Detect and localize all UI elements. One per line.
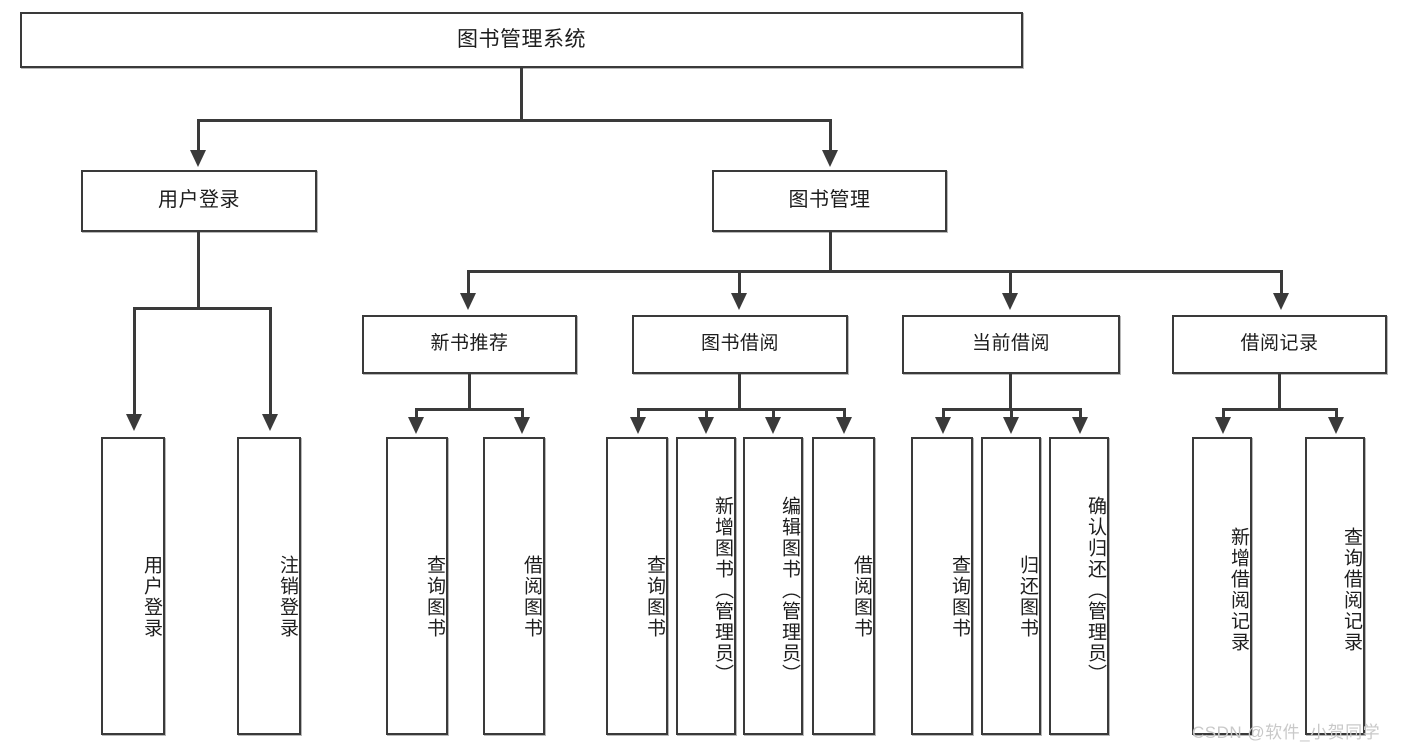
edge-root-to-book-manage	[829, 119, 832, 153]
edge-book-manage-drop-3	[1009, 270, 1012, 295]
node-user-login[interactable]: 用户登录	[81, 170, 317, 232]
arrowhead-user-login-leaf-2	[262, 414, 278, 431]
leaf-bb-query-book[interactable]: 查询图书	[606, 437, 668, 735]
edge-borrow-record-stem	[1278, 374, 1281, 410]
leaf-br-add-record[interactable]: 新增借阅记录	[1192, 437, 1252, 735]
arrowhead-to-user-login	[190, 150, 206, 167]
edge-nbr-drop-2	[521, 408, 524, 420]
arrowhead-cb-leaf-1	[935, 417, 951, 434]
edge-cb-drop-1	[942, 408, 945, 420]
arrowhead-current-borrow	[1002, 293, 1018, 310]
leaf-user-logout[interactable]: 注销登录	[237, 437, 301, 735]
edge-book-manage-stem	[829, 232, 832, 272]
edge-nbr-drop-1	[415, 408, 418, 420]
arrowhead-nbr-leaf-2	[514, 417, 530, 434]
node-book-manage[interactable]: 图书管理	[712, 170, 947, 232]
edge-bb-drop-2	[705, 408, 708, 420]
edge-bb-drop-4	[843, 408, 846, 420]
edge-user-login-stem	[197, 232, 200, 309]
arrowhead-br-leaf-1	[1215, 417, 1231, 434]
edge-borrow-record-bus	[1222, 408, 1337, 411]
arrowhead-nbr-leaf-1	[408, 417, 424, 434]
arrowhead-bb-leaf-3	[765, 417, 781, 434]
leaf-nbr-query-book[interactable]: 查询图书	[386, 437, 448, 735]
edge-root-stem	[520, 68, 523, 119]
arrowhead-bb-leaf-4	[836, 417, 852, 434]
edge-root-to-user-login	[197, 119, 200, 153]
leaf-cb-query-book[interactable]: 查询图书	[911, 437, 973, 735]
edge-new-book-recommend-bus	[415, 408, 523, 411]
node-book-borrow[interactable]: 图书借阅	[632, 315, 848, 374]
edge-bb-drop-3	[772, 408, 775, 420]
leaf-br-query-record[interactable]: 查询借阅记录	[1305, 437, 1365, 735]
leaf-user-login[interactable]: 用户登录	[101, 437, 165, 735]
csdn-watermark: CSDN @软件_小贺同学	[1192, 723, 1381, 742]
node-borrow-record[interactable]: 借阅记录	[1172, 315, 1387, 374]
node-current-borrow[interactable]: 当前借阅	[902, 315, 1120, 374]
edge-cb-drop-2	[1010, 408, 1013, 420]
arrowhead-bb-leaf-2	[698, 417, 714, 434]
leaf-cb-confirm-return-admin[interactable]: 确认归还（管理员）	[1049, 437, 1109, 735]
arrowhead-user-login-leaf-1	[126, 414, 142, 431]
node-root-system[interactable]: 图书管理系统	[20, 12, 1023, 68]
arrowhead-new-book-recommend	[460, 293, 476, 310]
edge-book-manage-bus	[467, 270, 1282, 273]
edge-cb-drop-3	[1079, 408, 1082, 420]
arrowhead-book-borrow	[731, 293, 747, 310]
edge-book-borrow-bus	[637, 408, 845, 411]
arrowhead-bb-leaf-1	[630, 417, 646, 434]
node-new-book-recommend[interactable]: 新书推荐	[362, 315, 577, 374]
arrowhead-to-book-manage	[822, 150, 838, 167]
edge-user-login-bus	[133, 307, 271, 310]
arrowhead-br-leaf-2	[1328, 417, 1344, 434]
arrowhead-cb-leaf-3	[1072, 417, 1088, 434]
edge-new-book-recommend-stem	[468, 374, 471, 410]
arrowhead-borrow-record	[1273, 293, 1289, 310]
edge-book-manage-drop-4	[1280, 270, 1283, 295]
edge-br-drop-2	[1335, 408, 1338, 420]
leaf-nbr-borrow-book[interactable]: 借阅图书	[483, 437, 545, 735]
leaf-bb-borrow-book[interactable]: 借阅图书	[812, 437, 875, 735]
arrowhead-cb-leaf-2	[1003, 417, 1019, 434]
edge-bb-drop-1	[637, 408, 640, 420]
edge-user-login-drop-1	[133, 307, 136, 417]
edge-current-borrow-stem	[1009, 374, 1012, 410]
edge-user-login-drop-2	[269, 307, 272, 417]
leaf-cb-return-book[interactable]: 归还图书	[981, 437, 1041, 735]
edge-book-manage-drop-1	[467, 270, 470, 295]
edge-br-drop-1	[1222, 408, 1225, 420]
edge-book-manage-drop-2	[738, 270, 741, 295]
edge-book-borrow-stem	[738, 374, 741, 410]
leaf-bb-edit-book-admin[interactable]: 编辑图书（管理员）	[743, 437, 803, 735]
leaf-bb-add-book-admin[interactable]: 新增图书（管理员）	[676, 437, 736, 735]
edge-root-bus	[197, 119, 832, 122]
